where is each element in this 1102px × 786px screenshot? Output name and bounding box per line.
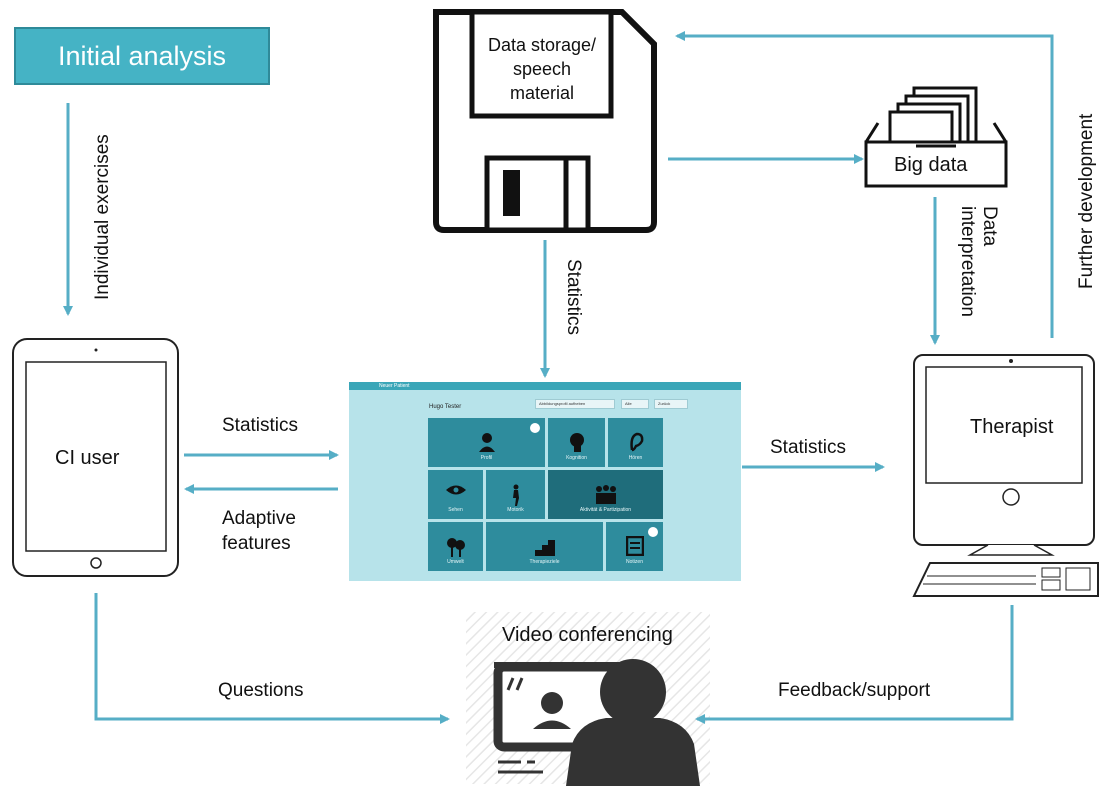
app-tile-therapieziele[interactable]: Therapieziele: [486, 522, 603, 571]
goal-steps-icon: [534, 540, 555, 556]
app-tile-profil[interactable]: Profil: [428, 418, 545, 467]
therapist-label: Therapist: [970, 416, 1054, 438]
checkmark-icon: [528, 421, 542, 435]
edge-label-statistics-storage: Statistics: [563, 259, 584, 336]
app-screenshot: Neuer Patient Hugo Tester Abbildungsprof…: [349, 382, 741, 581]
app-tile-umwelt[interactable]: Umwelt: [428, 522, 483, 571]
app-tile-label: Motorik: [507, 507, 524, 513]
floppy-disk-icon: [433, 9, 657, 233]
arrow-questions: [94, 593, 450, 724]
arrows: [63, 31, 1054, 724]
data-storage-label: Data storage/ speech material: [487, 35, 597, 103]
tablet-icon: [12, 338, 179, 577]
ear-icon: [629, 432, 643, 452]
app-tile-label: Profil: [480, 455, 493, 461]
video-conferencing-label: Video conferencing: [502, 624, 673, 646]
edge-label-individual-exercises: Individual exercises: [92, 134, 113, 300]
app-tile-label: Umwelt: [447, 559, 464, 565]
app-tile-label: Therapieziele: [529, 559, 560, 565]
app-title-bar: Neuer Patient: [349, 382, 741, 390]
app-tile-hoeren[interactable]: Hören: [608, 418, 663, 467]
edge-label-statistics-therapist: Statistics: [770, 437, 847, 458]
person-icon: [478, 433, 495, 452]
group-icon: [595, 485, 616, 504]
edge-label-statistics-ci: Statistics: [222, 415, 299, 436]
app-tile-kognition[interactable]: Kognition: [548, 418, 605, 467]
app-tile-label: Hören: [628, 455, 643, 461]
initial-analysis-box: Initial analysis: [14, 27, 270, 85]
desktop-computer-icon: [912, 354, 1099, 597]
ci-user-label: CI user: [55, 447, 120, 469]
app-button-back[interactable]: Zurück: [654, 399, 688, 409]
app-tile-notizen[interactable]: Notizen: [606, 522, 663, 571]
video-conference-icon: [466, 612, 710, 786]
app-patient-name: Hugo Tester: [429, 404, 462, 410]
app-tile-label: Kognition: [566, 455, 587, 461]
notes-icon: [625, 536, 644, 556]
app-tile-label: Aktivität & Partizipation: [579, 507, 632, 513]
app-title-text: Neuer Patient: [379, 383, 410, 389]
big-data-label: Big data: [894, 154, 968, 176]
edge-label-feedback-support: Feedback/support: [778, 680, 931, 701]
app-tile-motorik[interactable]: Motorik: [486, 470, 545, 519]
brain-head-icon: [569, 433, 584, 452]
app-button-profile[interactable]: Abbildungsprofil aufheben: [535, 399, 615, 409]
edge-label-data-interpretation: Data interpretation: [957, 206, 1000, 317]
edge-label-adaptive-features: Adaptive features: [222, 508, 296, 554]
motion-figure-icon: [512, 484, 519, 506]
arrow-further-development: [675, 31, 1054, 338]
app-button-all[interactable]: Alle: [621, 399, 649, 409]
app-tile-sehen[interactable]: Sehen: [428, 470, 483, 519]
app-tile-label: Notizen: [626, 559, 643, 565]
eye-icon: [445, 485, 466, 495]
file-tray-icon: [864, 86, 1008, 188]
arrow-feedback-support: [695, 605, 1014, 724]
checkmark-icon: [646, 525, 660, 539]
trees-icon: [446, 538, 465, 557]
edge-label-questions: Questions: [218, 680, 304, 701]
app-tile-label: Sehen: [448, 507, 463, 513]
edge-label-further-development: Further development: [1076, 113, 1097, 289]
app-tile-aktivitaet[interactable]: Aktivität & Partizipation: [548, 470, 663, 519]
